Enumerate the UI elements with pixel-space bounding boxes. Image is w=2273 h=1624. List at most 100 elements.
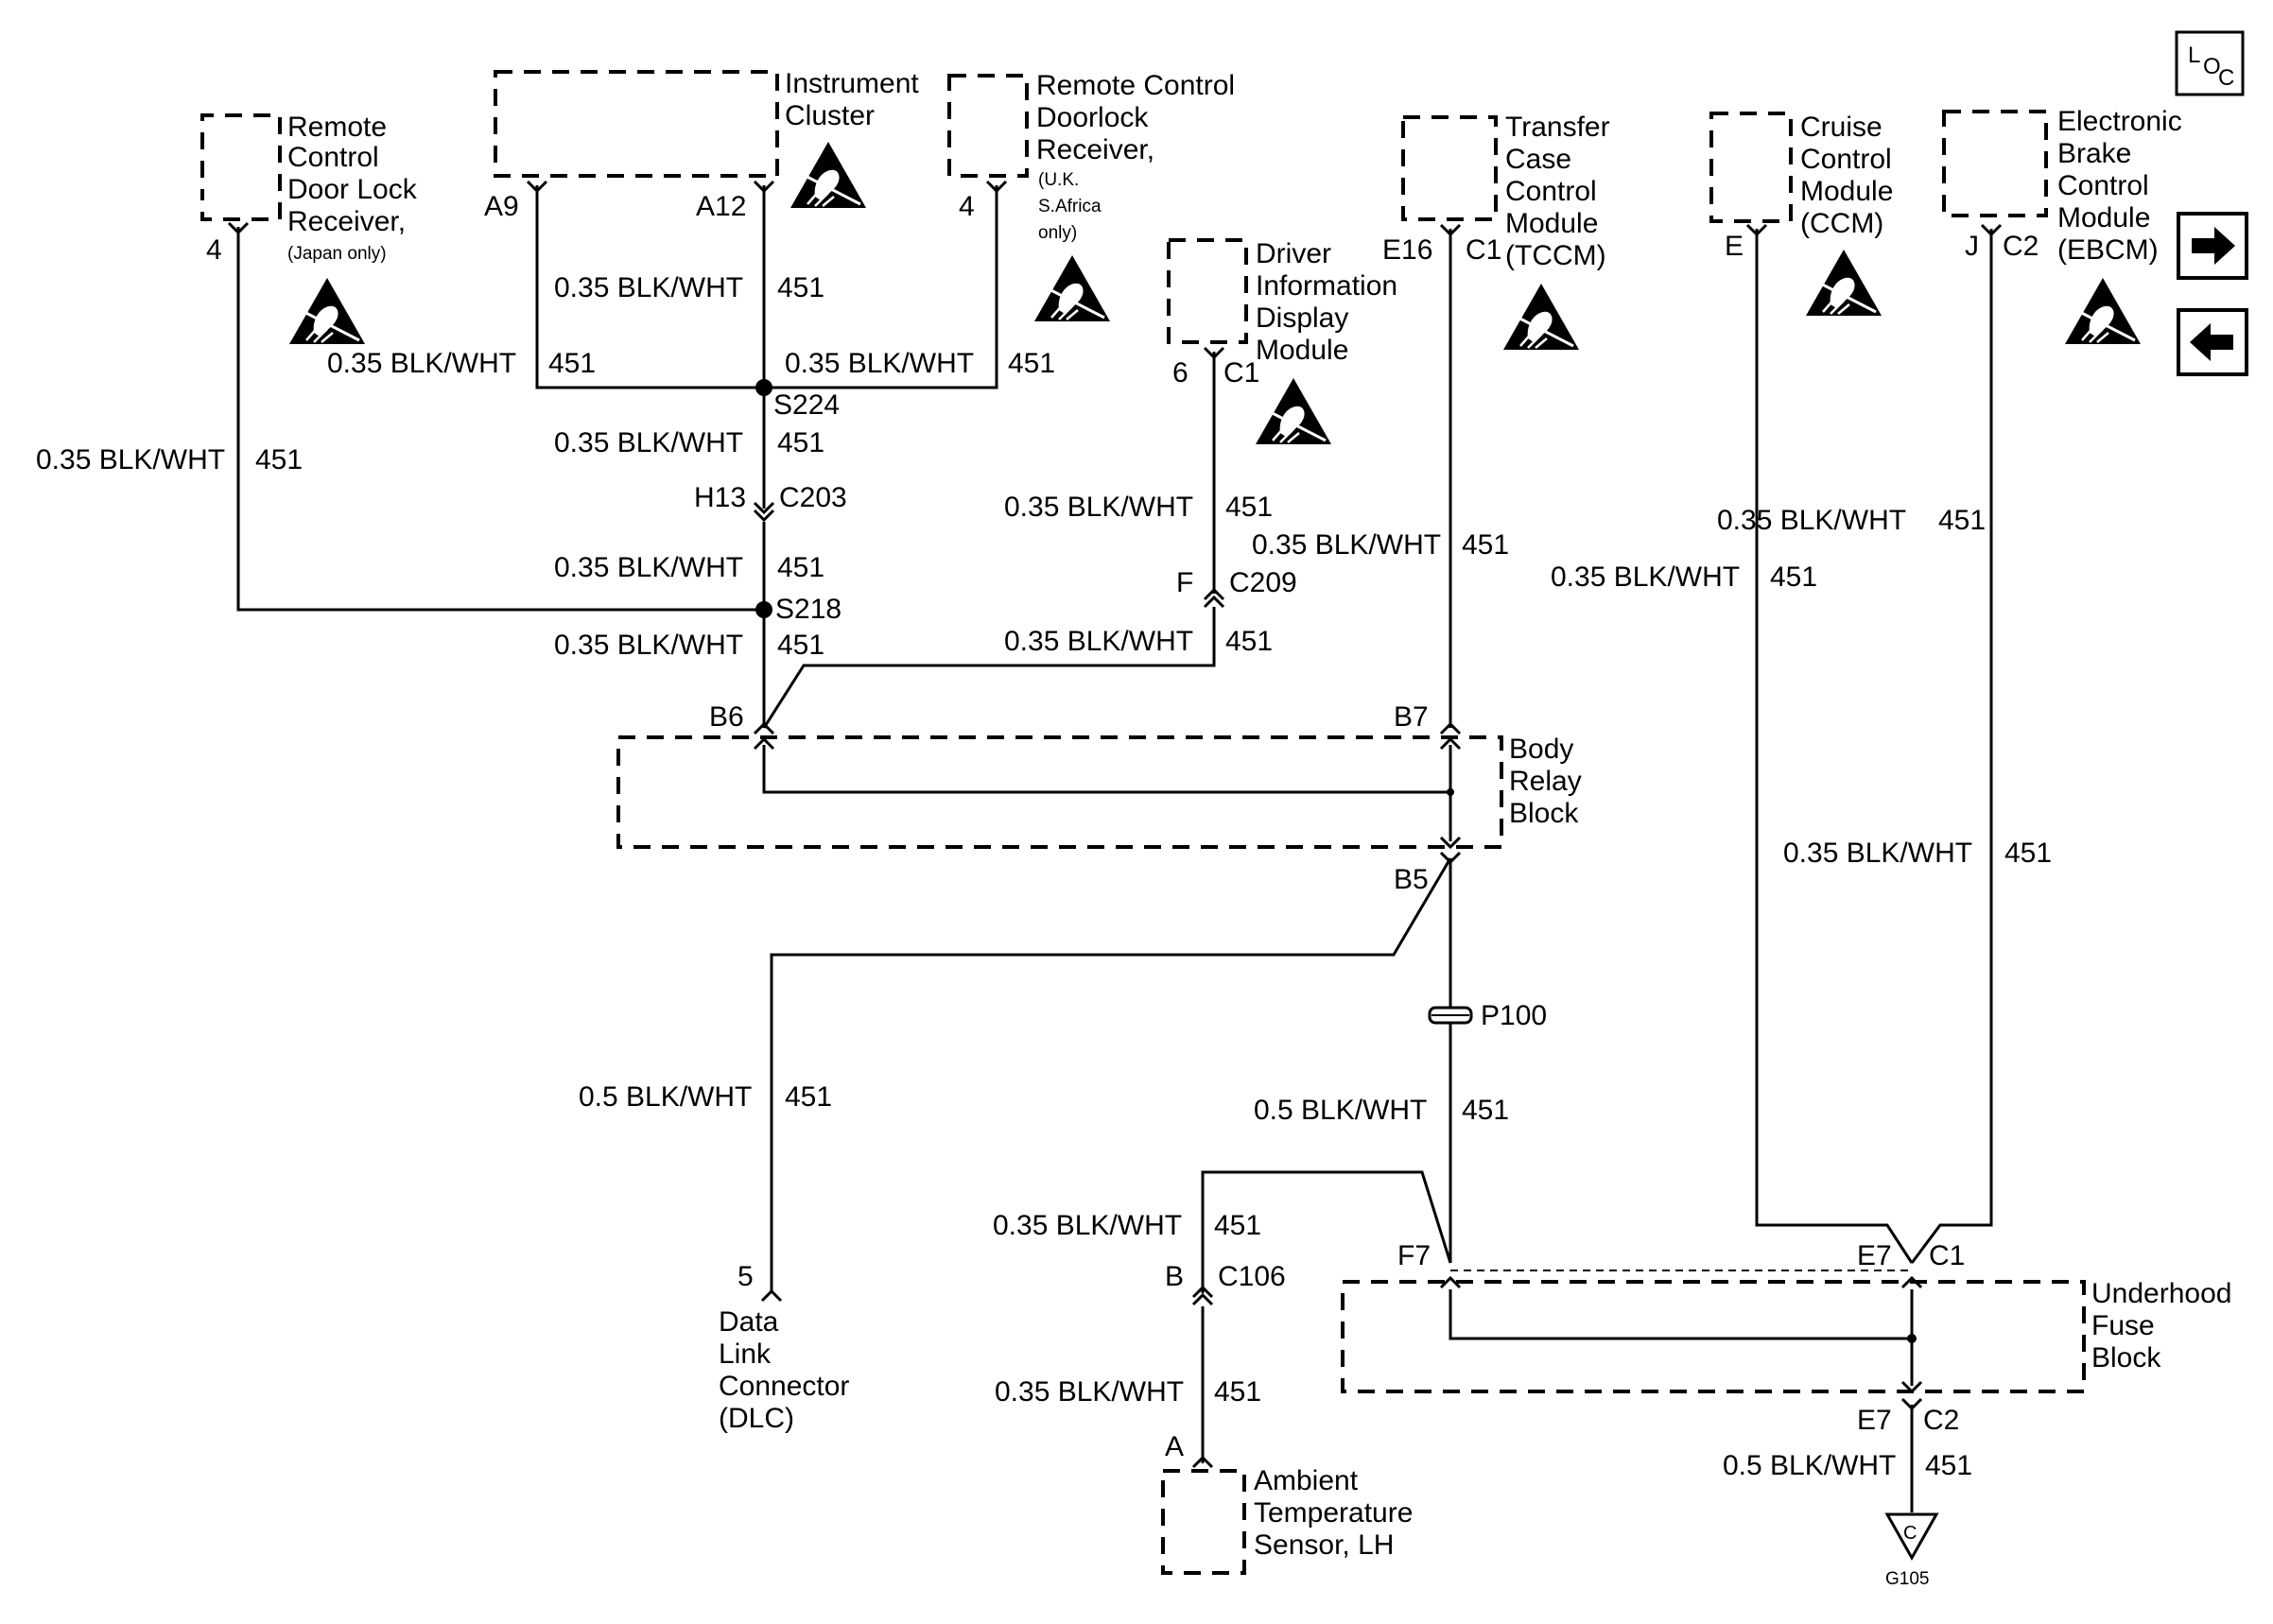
ambient-label-1: Ambient [1254,1465,1359,1496]
ebcm-label-3: Control [2057,170,2149,201]
splice-label-s224: S224 [773,389,840,421]
next-page-button[interactable] [2177,212,2248,280]
ambient-label-2: Temperature [1254,1497,1413,1529]
tccm-label-1: Transfer [1505,112,1610,143]
ebcm-label-4: Module [2057,202,2150,233]
pin-label: E7 [1857,1405,1892,1436]
wire-gauge: 0.5 BLK/WHT [579,1081,752,1113]
ccm-component: Cruise Control Module (CCM) [1709,112,1893,318]
ambient-sensor-component: Ambient Temperature Sensor, LH [1161,1465,1413,1575]
wire-circuit: 451 [777,630,824,661]
wire-gauge: 0.35 BLK/WHT [554,272,743,303]
splice-s224-dot [755,379,772,396]
pin-label: B5 [1394,864,1429,895]
rcdl-japan-label-4: Receiver, [287,206,406,237]
wire-gauge: 0.35 BLK/WHT [1551,561,1740,593]
wire-circuit: 451 [777,272,824,303]
wire-circuit: 451 [2004,838,2052,869]
wire-gauge: 0.5 BLK/WHT [1723,1450,1896,1481]
dim-label-3: Display [1256,302,1348,334]
underhood-label-2: Fuse [2091,1310,2155,1341]
ccm-label-2: Control [1800,144,1892,175]
body-relay-label-3: Block [1509,798,1579,829]
tccm-label-5: (TCCM) [1505,240,1606,271]
pin-label: H13 [694,482,746,513]
junction-dot [1907,1334,1917,1343]
dlc-label-4: (DLC) [719,1403,794,1434]
wire-circuit: 451 [1008,348,1055,379]
pin-label: C1 [1223,357,1259,389]
prev-page-button[interactable] [2177,308,2248,376]
underhood-label-1: Underhood [2091,1278,2231,1309]
tccm-label-3: Control [1505,176,1597,207]
instrument-cluster-label-1: Instrument [785,68,919,99]
pin-label: C2 [2003,231,2039,262]
dlc-component: Data Link Connector (DLC) [719,1306,849,1434]
ground-letter: C [1903,1523,1917,1544]
ground-name: G105 [1885,1569,1929,1589]
wire-gauge: 0.35 BLK/WHT [1004,492,1193,523]
wire-circuit: 451 [255,444,303,475]
loc-letter-o: O [2203,54,2221,79]
wire-gauge: 0.35 BLK/WHT [1783,838,1972,869]
wire-gauge: 0.5 BLK/WHT [1254,1095,1427,1126]
underhood-fuse-block-component: Underhood Fuse Block [1341,1278,2231,1393]
loc-letter-c: C [2218,65,2234,91]
location-icon[interactable]: L O C [2175,30,2245,96]
rcdl-japan-component: Remote Control Door Lock Receiver, (Japa… [200,112,418,346]
wire-gauge: 0.35 BLK/WHT [554,552,743,583]
pin-label: C106 [1218,1261,1286,1292]
esd-warning-icon [2063,276,2143,346]
rcdl-uk-label-2: Doorlock [1036,102,1149,133]
ccm-label-4: (CCM) [1800,208,1883,239]
pin-label: 4 [959,191,975,222]
rcdl-uk-component: Remote Control Doorlock Receiver, (U.K. … [947,70,1235,323]
pin-label: E7 [1857,1240,1892,1271]
fuse-label: P100 [1481,1000,1547,1031]
ccm-label-3: Module [1800,176,1893,207]
rcdl-japan-label-3: Door Lock [287,174,418,205]
dim-label-1: Driver [1256,238,1331,269]
rcdl-uk-note-1: (U.K. [1038,170,1079,190]
tccm-label-4: Module [1505,208,1598,239]
wire-gauge: 0.35 BLK/WHT [554,630,743,661]
esd-warning-icon [1032,253,1112,323]
wire-circuit: 451 [1770,561,1817,593]
pin-label: B6 [709,701,744,733]
wire-circuit: 451 [777,427,824,458]
pin-label: E [1725,231,1744,262]
underhood-label-3: Block [2091,1342,2161,1373]
wire-gauge: 0.35 BLK/WHT [1717,505,1906,536]
wire-circuit: 451 [1214,1376,1261,1408]
pin-label: C203 [779,482,847,513]
wire-gauge: 0.35 BLK/WHT [1252,529,1441,561]
wire-circuit: 451 [1938,505,1986,536]
wire-circuit: 451 [1225,626,1273,657]
rcdl-japan-note: (Japan only) [287,244,387,264]
dlc-label-1: Data [719,1306,779,1338]
dim-label-2: Information [1256,270,1397,302]
dlc-label-3: Connector [719,1371,849,1402]
wire-circuit: 451 [785,1081,832,1113]
wire-gauge: 0.35 BLK/WHT [327,348,516,379]
rcdl-japan-label-1: Remote [287,112,387,143]
body-relay-label-1: Body [1509,734,1573,765]
pin-label: 4 [206,234,222,266]
pin-label: B [1165,1261,1184,1292]
wire-gauge: 0.35 BLK/WHT [993,1210,1182,1241]
pin-label: A9 [484,191,519,222]
pin-label: 6 [1172,357,1189,389]
esd-warning-icon [789,140,868,210]
dlc-label-2: Link [719,1339,772,1370]
pin-label: C1 [1929,1240,1965,1271]
esd-warning-icon [1804,248,1883,318]
wire-circuit: 451 [777,552,824,583]
wire-gauge: 0.35 BLK/WHT [1004,626,1193,657]
wire-gauge: 0.35 BLK/WHT [554,427,743,458]
wire-harness [236,185,1993,1512]
wire-labels: 0.35 BLK/WHT 451 0.35 BLK/WHT 451 0.35 B… [36,272,2052,1481]
arrow-left-icon [2190,323,2233,361]
arrow-right-icon [2192,227,2235,265]
tccm-component: Transfer Case Control Module (TCCM) [1401,112,1610,352]
